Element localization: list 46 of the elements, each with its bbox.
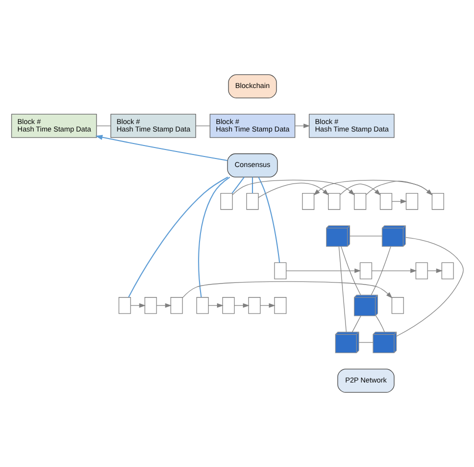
node-box	[248, 297, 260, 314]
node-box	[440, 262, 454, 280]
arrow	[365, 180, 432, 196]
node-box	[170, 297, 182, 314]
node-box	[405, 192, 418, 210]
node-box	[328, 192, 340, 210]
node-box	[431, 192, 444, 210]
arrow	[371, 268, 416, 274]
node-box	[246, 192, 258, 210]
node-box	[118, 297, 130, 314]
connector	[340, 246, 360, 296]
node-box	[220, 192, 232, 210]
node-box	[274, 297, 286, 314]
node-box	[359, 262, 372, 280]
connector	[251, 177, 252, 194]
arrow	[130, 303, 146, 308]
arrow	[259, 303, 275, 308]
node-box	[302, 192, 314, 210]
node-box	[222, 297, 234, 314]
connector	[231, 176, 244, 194]
connector	[198, 176, 230, 298]
connector	[128, 176, 228, 298]
connector	[358, 342, 373, 343]
arrow	[339, 184, 380, 196]
node-box	[196, 297, 208, 314]
connector	[396, 237, 464, 337]
connector	[370, 246, 391, 296]
connector	[338, 246, 346, 332]
node-box	[379, 192, 392, 210]
arrow	[208, 303, 224, 308]
node-box	[353, 192, 366, 210]
arrow	[313, 180, 432, 196]
arrow	[258, 182, 328, 198]
node-box	[144, 297, 156, 314]
node-box	[391, 297, 404, 314]
arrow	[232, 180, 354, 196]
arrow	[285, 268, 360, 274]
arrow	[156, 303, 172, 308]
arrow	[94, 134, 227, 161]
arrow	[182, 281, 392, 298]
connector	[375, 316, 384, 332]
node-box	[274, 262, 286, 280]
connector	[258, 176, 280, 263]
node-box	[415, 262, 428, 280]
arrow	[234, 303, 249, 308]
connector	[351, 316, 361, 332]
